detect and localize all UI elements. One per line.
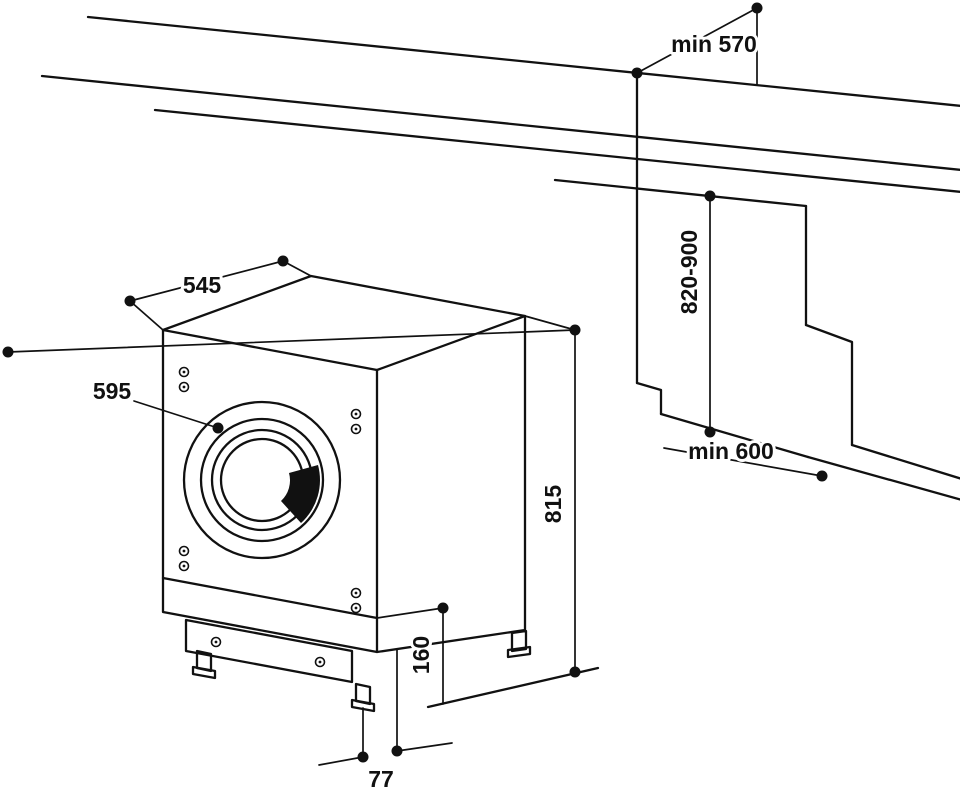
reference-line <box>7 329 576 353</box>
screw-hole <box>178 381 190 393</box>
leader-line <box>396 742 453 752</box>
endpoint-dot <box>2 346 14 358</box>
endpoint-dot <box>391 745 403 757</box>
worktop-back-edge-line <box>86 15 960 107</box>
niche-outline <box>635 71 810 459</box>
machine-front-panel <box>161 328 379 654</box>
front-right-foot-pad <box>350 698 376 713</box>
screw-hole <box>178 366 190 378</box>
dimension-line <box>636 7 758 74</box>
endpoint-dot <box>816 470 828 482</box>
extension-line <box>129 300 164 331</box>
machine-top-panel <box>161 274 527 372</box>
leader-line <box>318 756 364 766</box>
adjustable-feet <box>191 629 532 713</box>
door-rim-circle <box>199 417 325 543</box>
screw-hole <box>314 656 326 668</box>
dimension-min570: min 570 <box>631 2 763 86</box>
machine-front-panel-divider <box>161 576 379 620</box>
dimension-595: 595 <box>2 329 576 434</box>
dimension-label-545: 545 <box>183 272 222 298</box>
dimension-label-77: 77 <box>368 766 394 792</box>
endpoint-dot <box>569 324 581 336</box>
screw-hole <box>210 636 222 648</box>
endpoint-dot <box>569 666 581 678</box>
endpoint-dot <box>357 751 369 763</box>
endpoint-dot <box>704 426 716 438</box>
endpoint-dot <box>704 190 716 202</box>
screw-hole <box>350 602 362 614</box>
dimension-77: 77 <box>318 649 453 795</box>
door-handle <box>281 465 320 523</box>
machine-side-panel <box>375 314 527 654</box>
extension-line <box>524 315 576 331</box>
screw-hole-center <box>318 660 322 664</box>
screw-hole-center <box>354 591 358 595</box>
screw-hole <box>350 587 362 599</box>
endpoint-dot <box>751 2 763 14</box>
screw-hole-center <box>182 385 186 389</box>
dimension-820-900: 820-900 <box>673 190 716 438</box>
screw-hole <box>178 545 190 557</box>
screw-hole-center <box>354 412 358 416</box>
dimension-min600: min 600 <box>663 435 828 482</box>
leader-line <box>133 400 219 429</box>
endpoint-dot <box>277 255 289 267</box>
plinth-screw-holes <box>210 636 326 668</box>
screw-hole-center <box>354 606 358 610</box>
niche-floor-line <box>659 412 810 459</box>
washing-machine <box>161 274 600 713</box>
screw-hole-center <box>182 370 186 374</box>
screw-hole <box>350 408 362 420</box>
cabinet-bottom-edge-line <box>850 443 960 480</box>
dimension-545: 545 <box>124 255 312 331</box>
endpoint-dot <box>437 602 449 614</box>
back-right-foot <box>510 629 528 653</box>
dimension-label-815: 815 <box>540 485 566 524</box>
worktop-front-top-edge-line <box>40 74 960 171</box>
screw-hole-center <box>182 564 186 568</box>
extension-line <box>376 607 444 619</box>
cabinet-step-line <box>804 323 854 447</box>
dimension-label-min570: min 570 <box>671 31 757 57</box>
dimension-label-820-900: 820-900 <box>676 230 702 314</box>
niche-floor-step-line <box>635 381 663 416</box>
screw-hole <box>350 423 362 435</box>
dimension-label-595: 595 <box>93 378 132 404</box>
cabinet-outline <box>804 204 960 501</box>
front-panel-screw-holes <box>178 366 362 614</box>
machine-plinth <box>184 618 354 684</box>
screw-hole-center <box>354 427 358 431</box>
floor-reference-line <box>426 666 600 709</box>
endpoint-dot <box>631 67 643 79</box>
worktop-underside-line <box>553 178 808 208</box>
dimension-815: 815 <box>524 315 581 678</box>
door-outer-circle <box>182 400 342 560</box>
screw-hole-center <box>214 640 218 644</box>
dimension-line <box>129 260 284 302</box>
worktop-lines <box>40 15 960 208</box>
endpoint-dot <box>124 295 136 307</box>
back-right-foot-pad <box>506 645 532 659</box>
dimension-line <box>663 447 823 477</box>
worktop-front-bottom-edge-line <box>153 108 960 193</box>
screw-hole-center <box>182 549 186 553</box>
dimension-160: 160 <box>376 602 449 705</box>
screw-hole <box>178 560 190 572</box>
endpoint-dot <box>212 422 224 434</box>
door <box>182 400 342 560</box>
dimension-label-min600: min 600 <box>688 438 774 464</box>
front-left-foot-pad <box>191 665 217 680</box>
cabinet-floor-line <box>806 455 960 501</box>
dimension-label-160: 160 <box>408 636 434 674</box>
